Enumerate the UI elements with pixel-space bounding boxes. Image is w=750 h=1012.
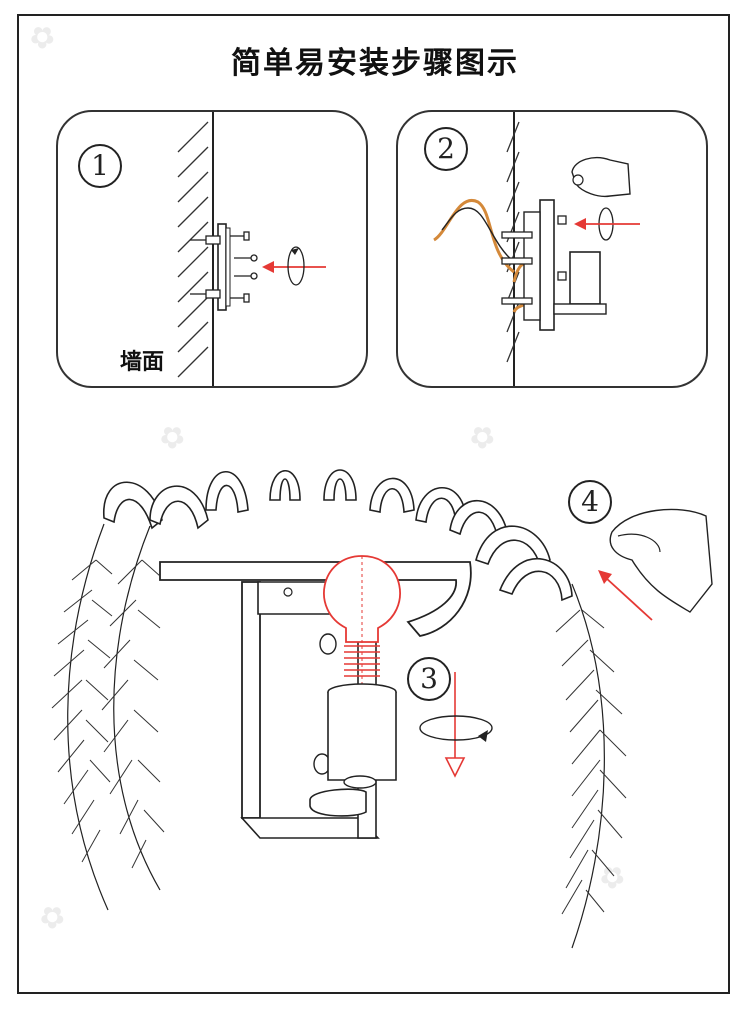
outer-frame	[17, 14, 730, 994]
step1-number: 1	[78, 144, 122, 188]
step2-number: 2	[424, 127, 468, 171]
step4-number: 4	[568, 480, 612, 524]
step3-number: 3	[407, 657, 451, 701]
step1-panel: 墙面	[56, 110, 368, 388]
step2-illustration	[433, 112, 640, 386]
wall-label: 墙面	[120, 350, 165, 375]
step1-illustration	[177, 112, 326, 386]
page-title: 简单易安装步骤图示	[231, 46, 519, 81]
step2-panel	[396, 110, 708, 388]
